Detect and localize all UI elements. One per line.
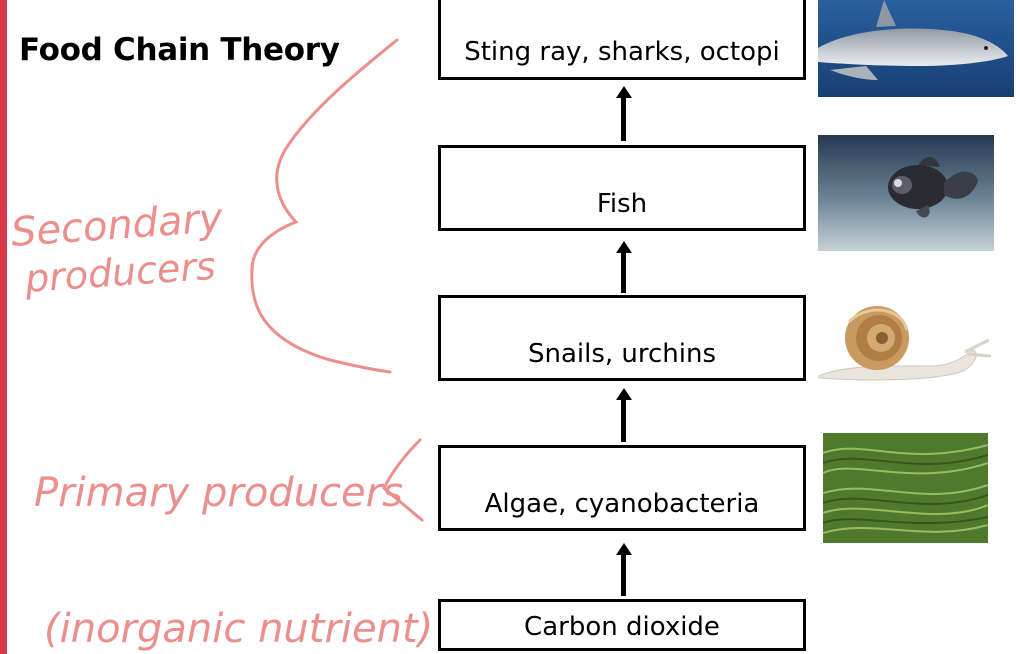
algae-photo: [823, 433, 988, 543]
chain-box-label: Algae, cyanobacteria: [484, 489, 760, 519]
secondary-label-line1: Secondary: [9, 195, 225, 256]
chain-box-label: Sting ray, sharks, octopi: [464, 37, 780, 67]
goldfish-photo: [818, 135, 994, 251]
arrow-up-icon: [615, 86, 632, 141]
page-title: Food Chain Theory: [19, 32, 340, 68]
shark-photo: [818, 0, 1014, 97]
inorganic-label: (inorganic nutrient): [44, 606, 433, 652]
angle-bracket-shape: [382, 438, 424, 522]
primary-label: Primary producers: [34, 470, 403, 516]
chain-box-grazers: Snails, urchins: [438, 295, 806, 381]
accent-bar: [0, 0, 7, 654]
arrow-up-icon: [615, 388, 632, 442]
curly-brace-shape: [250, 38, 399, 374]
chain-box-top-predators: Sting ray, sharks, octopi: [438, 0, 806, 80]
chain-box-nutrient: Carbon dioxide: [438, 599, 806, 651]
chain-box-label: Fish: [596, 189, 648, 219]
snail-photo: [815, 300, 993, 382]
secondary-label-line2: producers: [23, 244, 217, 301]
chain-box-label: Carbon dioxide: [524, 612, 720, 642]
chain-box-label: Snails, urchins: [527, 339, 717, 369]
arrow-up-icon: [615, 543, 632, 596]
chain-box-primary-producers: Algae, cyanobacteria: [438, 445, 806, 531]
chain-box-fish: Fish: [438, 145, 806, 231]
arrow-up-icon: [615, 241, 632, 293]
